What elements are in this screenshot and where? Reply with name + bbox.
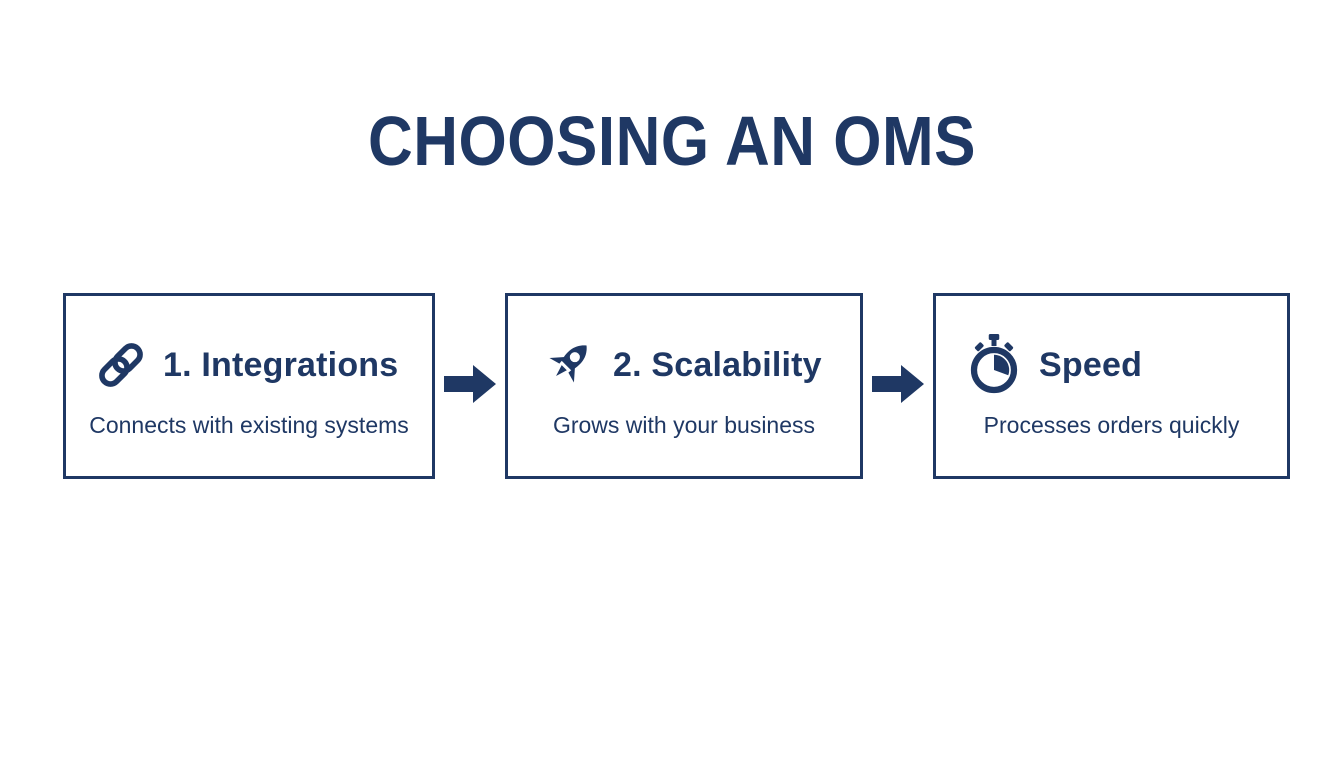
step-heading: 1. Integrations bbox=[163, 345, 399, 384]
arrow-right-icon bbox=[444, 362, 496, 406]
step-heading: 2. Scalability bbox=[613, 345, 822, 384]
step-card-speed: Speed Processes orders quickly bbox=[933, 293, 1290, 479]
step-heading: Speed bbox=[1039, 345, 1143, 384]
link-icon bbox=[94, 338, 148, 392]
step-card-scalability: 2. Scalability Grows with your business bbox=[505, 293, 863, 479]
step-header: 2. Scalability bbox=[508, 332, 860, 398]
step-description: Processes orders quickly bbox=[983, 412, 1240, 438]
rocket-icon bbox=[536, 334, 598, 396]
page-title: CHOOSING AN OMS bbox=[367, 103, 976, 181]
step-header: 1. Integrations bbox=[66, 332, 432, 398]
stopwatch-icon bbox=[964, 332, 1024, 398]
step-description: Grows with your business bbox=[552, 412, 816, 438]
step-description: Connects with existing systems bbox=[89, 412, 409, 438]
step-card-integrations: 1. Integrations Connects with existing s… bbox=[63, 293, 435, 479]
step-header: Speed bbox=[936, 332, 1287, 398]
arrow-right-icon bbox=[872, 362, 924, 406]
